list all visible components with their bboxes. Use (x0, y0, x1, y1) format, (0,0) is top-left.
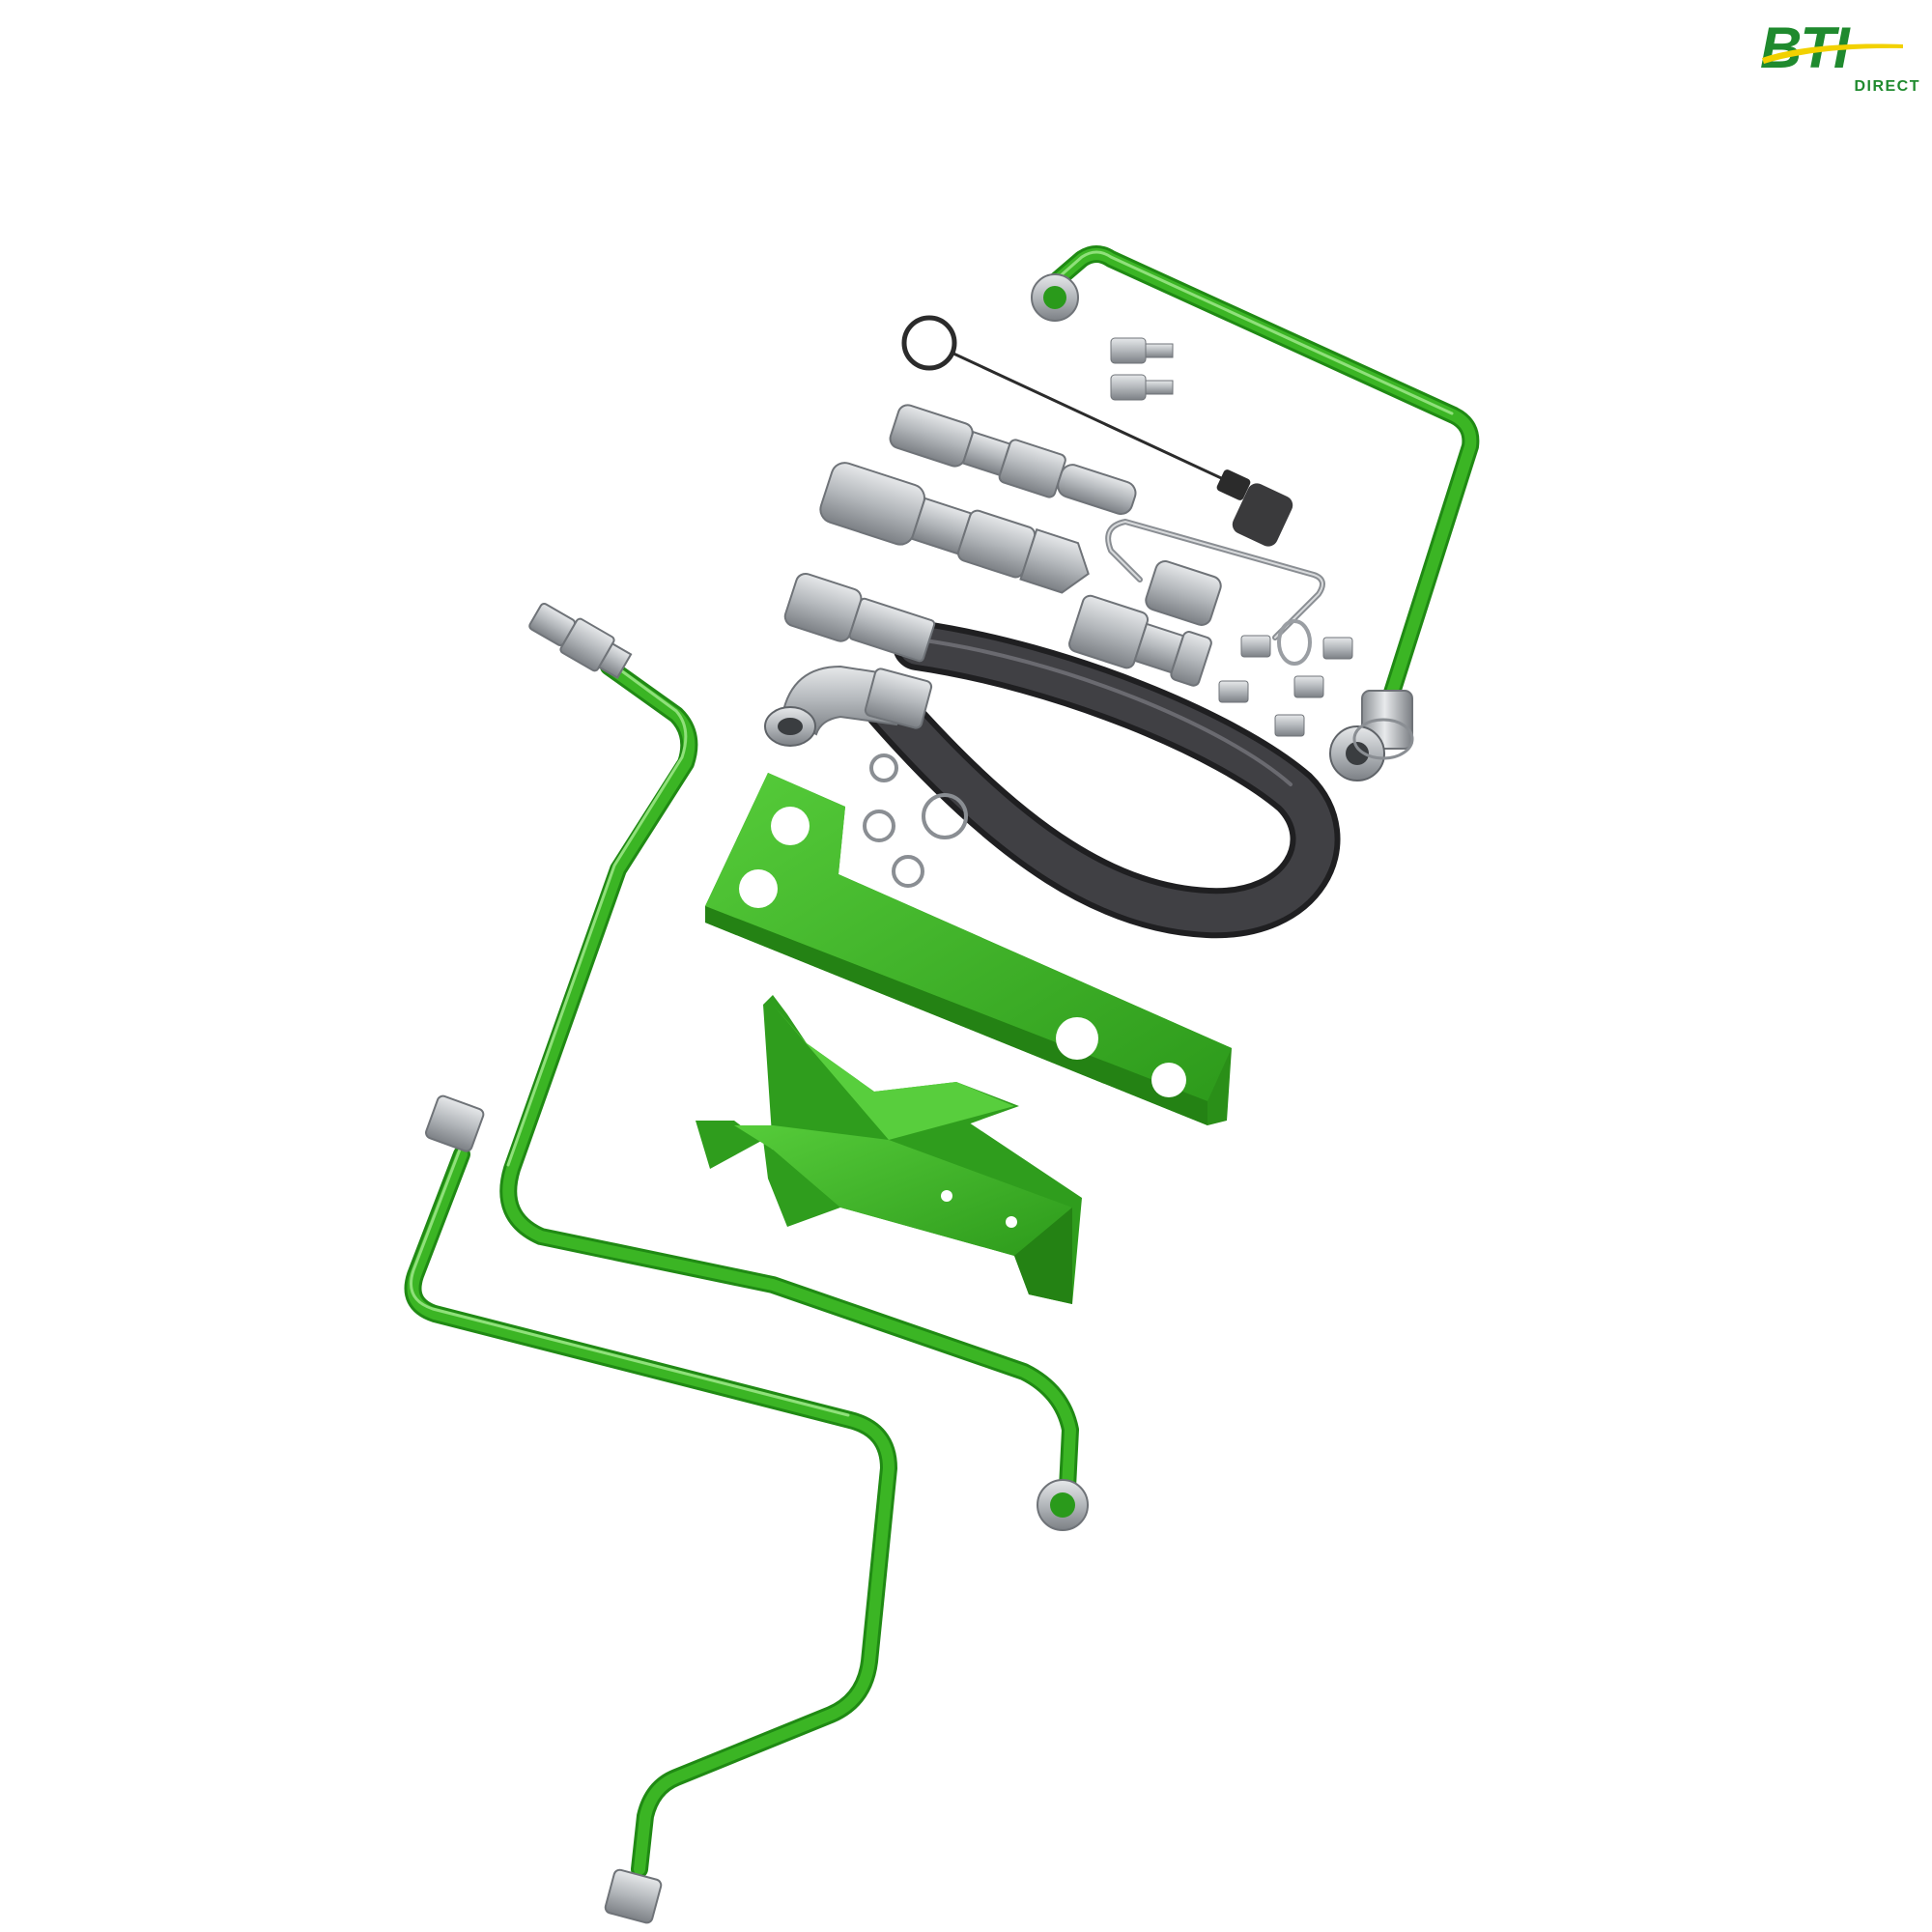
formed-support-bracket (696, 995, 1082, 1304)
adapter-fitting (1068, 594, 1212, 687)
small-bolt (1218, 635, 1353, 737)
pipe-b-bottom-nut (604, 1868, 663, 1924)
hose-fitting-straight (783, 572, 936, 663)
snap-ring (863, 753, 968, 888)
pipe-a-nut (1037, 1479, 1089, 1531)
quick-coupler-lower (819, 462, 1090, 594)
pipe-b-top-nut (425, 1094, 485, 1152)
small-bolt (1110, 337, 1174, 401)
logo-text: BTI (1760, 17, 1851, 80)
quick-coupler-upper (889, 404, 1137, 516)
hydraulic-hose (864, 620, 1341, 939)
small-steel-tube (1105, 519, 1325, 666)
pin-with-lanyard (901, 315, 1293, 547)
swivel-elbow-fitting (1329, 690, 1414, 781)
upper-pipe-nut (1031, 273, 1079, 322)
upper-green-pipe (1039, 245, 1480, 704)
flat-mounting-bracket (705, 773, 1232, 1125)
hose-fitting-elbow (764, 665, 933, 747)
bti-direct-logo: BTI DIRECT (1760, 17, 1920, 95)
long-green-pipe-b (404, 1146, 897, 1878)
pipe-a-end-fitting (528, 602, 633, 679)
logo-subtext: DIRECT (1854, 78, 1920, 95)
long-green-pipe-a (499, 658, 1079, 1496)
logo-swoosh (1762, 43, 1903, 64)
